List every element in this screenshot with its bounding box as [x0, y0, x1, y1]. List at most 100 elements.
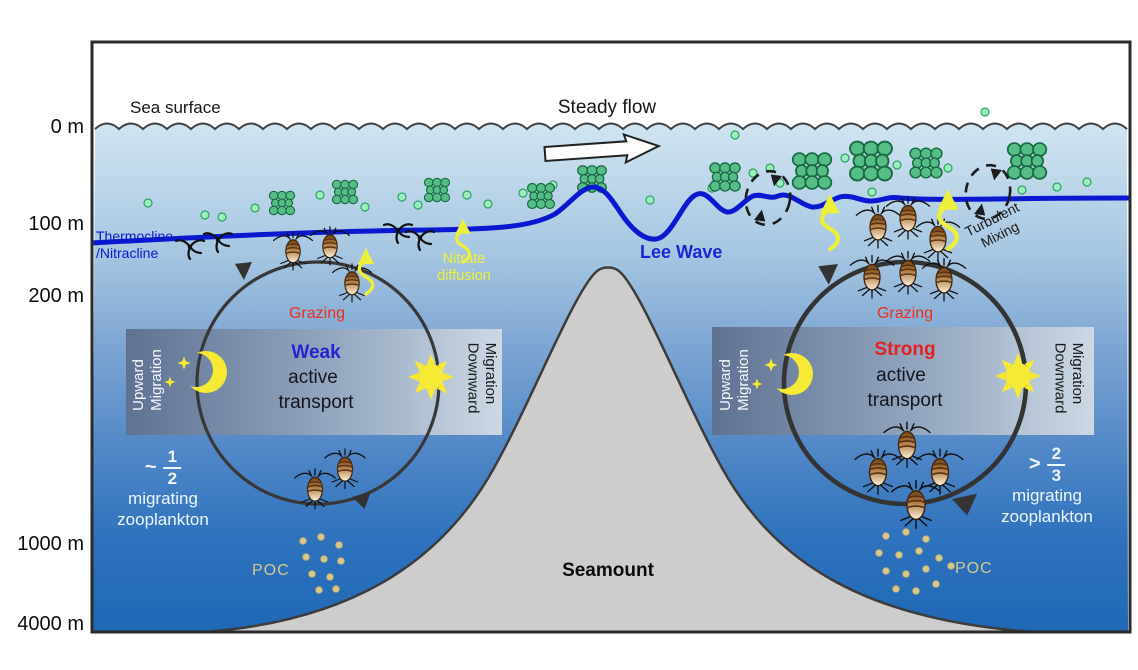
weak-label: Weak: [291, 342, 341, 363]
grazing-label-right: Grazing: [876, 305, 934, 322]
phytoplankton-dot-icon: [892, 160, 902, 170]
diatom-chain-icon: [526, 182, 556, 210]
fraction-prefix-right: >: [1028, 453, 1041, 476]
poc-particle-icon: [947, 562, 955, 570]
diatom-chain-icon: [1006, 142, 1048, 180]
fraction-caption2-left: zooplankton: [117, 510, 209, 530]
active-label-left: active: [288, 367, 338, 388]
strong-label: Strong: [874, 339, 936, 360]
phytoplankton-dot-icon: [1082, 177, 1092, 187]
poc-particle-icon: [892, 585, 900, 593]
downward-line1: Downward: [1051, 342, 1069, 414]
poc-particle-icon: [335, 541, 343, 549]
phytoplankton-dot-icon: [315, 190, 325, 200]
fraction-prefix-left: ~: [144, 456, 157, 479]
active-label-right: active: [876, 365, 926, 386]
lee-wave-label: Lee Wave: [640, 242, 723, 262]
upward-arrowhead-left: [234, 262, 252, 280]
sea-surface-wave: [94, 122, 1128, 131]
poc-particle-icon: [902, 570, 910, 578]
poc-particle-icon: [922, 535, 930, 543]
grazing-label-left: Grazing: [288, 305, 346, 322]
phytoplankton-dot-icon: [518, 188, 528, 198]
depth-label-4000m: 4000 m: [17, 613, 84, 635]
thermocline-label-line1: Thermocline: [96, 228, 174, 244]
phytoplankton-dot-icon: [980, 107, 990, 117]
phytoplankton-dot-icon: [360, 202, 370, 212]
upward-arrowhead-right: [818, 264, 838, 285]
poc-particle-icon: [320, 555, 328, 563]
fraction-numerator-right: 2: [1047, 444, 1066, 466]
phytoplankton-dot-icon: [730, 130, 740, 140]
upward-line2: Migration: [147, 349, 165, 411]
phytoplankton-dot-icon: [250, 203, 260, 213]
downward-line2: Migration: [1069, 342, 1086, 405]
sun-icon: [408, 354, 454, 400]
thermocline-line: [93, 184, 1129, 246]
poc-particle-icon: [332, 585, 340, 593]
poc-particle-icon: [902, 528, 910, 536]
phytoplankton-dot-icon: [1017, 185, 1027, 195]
poc-particle-icon: [922, 565, 930, 573]
poc-particle-icon: [882, 532, 890, 540]
nitrate-label-line1: Nitrate: [442, 251, 486, 267]
phytoplankton-dot-icon: [397, 192, 407, 202]
poc-label-right: POC: [955, 560, 993, 577]
phytoplankton-dot-icon: [1052, 182, 1062, 192]
poc-particle-icon: [337, 557, 345, 565]
upward-migration-right: Upward Migration: [717, 349, 752, 411]
upward-line2: Migration: [734, 349, 752, 411]
nitrate-diffusion-label: Nitrate diffusion: [437, 251, 491, 284]
diatom-chain-icon: [331, 179, 359, 205]
poc-particle-icon: [302, 553, 310, 561]
depth-label-200m: 200 m: [28, 285, 84, 307]
fraction-caption1-left: migrating: [128, 489, 198, 509]
phytoplankton-dot-icon: [840, 153, 850, 163]
transport-label-left: transport: [278, 392, 354, 413]
diagram-border: [90, 40, 1132, 634]
poc-particle-icon: [882, 567, 890, 575]
poc-particle-icon: [299, 537, 307, 545]
fraction-right: > 2 3 migrating zooplankton: [1001, 444, 1093, 528]
depth-label-100m: 100 m: [28, 213, 84, 235]
phytoplankton-dot-icon: [217, 212, 227, 222]
poc-particle-icon: [915, 547, 923, 555]
diatom-chain-icon: [791, 152, 833, 190]
downward-arrowhead-right: [952, 493, 978, 516]
diatom-chain-icon: [909, 147, 943, 179]
thermocline-label-line2: /Nitracline: [96, 244, 159, 261]
phytoplankton-dot-icon: [867, 187, 877, 197]
poc-particle-icon: [932, 580, 940, 588]
phytoplankton-dot-icon: [413, 200, 423, 210]
diatom-chain-icon: [268, 190, 296, 216]
steady-flow-label: Steady flow: [557, 97, 657, 118]
diatom-chain-icon: [849, 140, 893, 182]
sun-icon: [995, 353, 1041, 399]
upward-migration-left: Upward Migration: [130, 349, 165, 411]
downward-migration-left: Downward Migration: [464, 342, 500, 414]
fraction-caption2-right: zooplankton: [1001, 507, 1093, 527]
fraction-caption1-right: migrating: [1012, 486, 1082, 506]
fraction-denominator-right: 3: [1051, 465, 1062, 485]
phytoplankton-dot-icon: [645, 195, 655, 205]
sea-surface-label: Sea surface: [130, 98, 221, 117]
fraction-denominator-left: 2: [167, 468, 178, 488]
upward-line1: Upward: [130, 359, 147, 411]
poc-particle-icon: [317, 533, 325, 541]
phytoplankton-dot-icon: [943, 163, 953, 173]
transport-label-right: transport: [867, 390, 943, 411]
poc-particle-icon: [895, 551, 903, 559]
depth-label-1000m: 1000 m: [17, 533, 84, 555]
thermocline-label: Thermocline /Nitracline: [96, 228, 173, 262]
seamount-shape: [207, 266, 1032, 631]
phytoplankton-dot-icon: [200, 210, 210, 220]
fraction-numerator-left: 1: [163, 447, 182, 469]
downward-line1: Downward: [464, 342, 482, 414]
poc-particle-icon: [315, 586, 323, 594]
nitrate-label-line2: diffusion: [437, 267, 491, 284]
poc-particle-icon: [912, 587, 920, 595]
diatom-chain-icon: [709, 162, 741, 192]
depth-label-0m: 0 m: [50, 116, 84, 138]
